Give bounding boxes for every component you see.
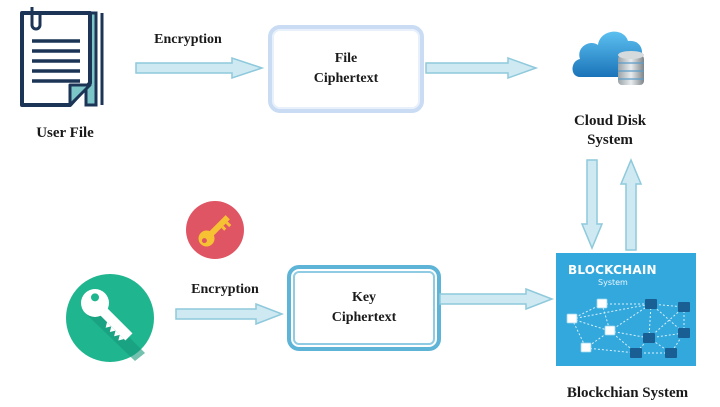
blockchain-panel: BLOCKCHAIN System [556,253,696,366]
encryption-key-icon [186,201,244,259]
arrow-to-cloud [425,56,539,80]
key-ciphertext-line1: Key [351,290,377,305]
key-ciphertext-line2: Ciphertext [331,310,397,325]
blockchain-network-icon [566,298,690,358]
blockchain-panel-title: BLOCKCHAIN [568,263,657,277]
cloud-disk-line1: Cloud Disk [573,113,647,129]
cloud-database-icon [572,31,644,85]
arrow-encrypt-file [135,56,265,80]
arrow-encrypt-key [175,302,285,326]
cloud-disk-line2: System [587,132,633,148]
blockchain-label: Blockchian System [566,385,689,401]
arrow-to-blockchain [439,287,555,311]
arrow-cloud-to-blockchain [580,159,604,250]
file-ciphertext-line2: Ciphertext [313,71,379,86]
bottom-encryption-label: Encryption [191,282,259,297]
file-ciphertext-line1: File [334,51,358,66]
user-file-label: User File [36,125,94,141]
document-icon [20,7,104,107]
user-key-icon [66,274,154,362]
arrow-blockchain-to-cloud [619,158,643,251]
top-encryption-label: Encryption [154,32,222,47]
blockchain-panel-subtitle: System [598,278,628,287]
